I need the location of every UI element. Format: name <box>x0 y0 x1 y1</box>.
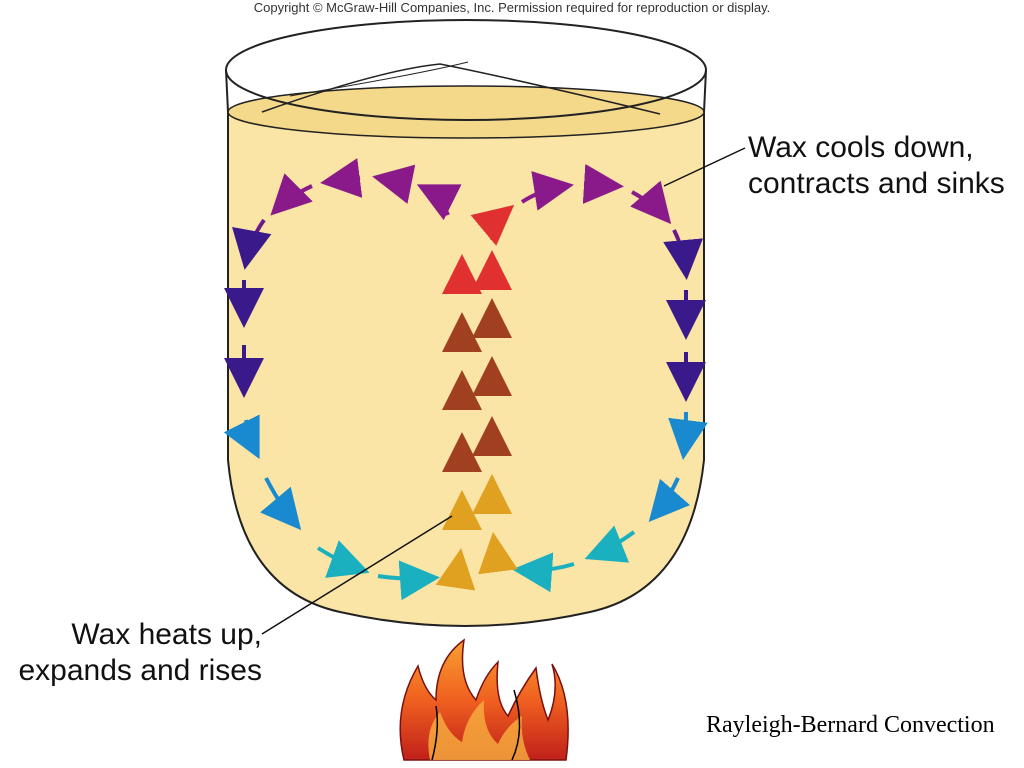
label-cools-line2: contracts and sinks <box>748 167 1005 200</box>
left-convection-cell <box>223 158 462 601</box>
diagram-caption: Rayleigh-Bernard Convection <box>706 712 995 738</box>
right-convection-cell <box>470 164 708 593</box>
label-heats-line1: Wax heats up, <box>71 618 262 651</box>
wax-surface <box>227 85 705 139</box>
copyright-notice: Copyright © McGraw-Hill Companies, Inc. … <box>253 0 771 15</box>
label-cools: Wax cools down, contracts and sinks <box>748 130 1005 202</box>
leader-line-top <box>663 147 746 187</box>
flame-icon <box>399 638 569 761</box>
label-cools-line1: Wax cools down, <box>748 131 974 164</box>
wax-body <box>227 109 705 627</box>
leader-line-bottom <box>261 515 453 635</box>
rising-column <box>435 250 518 591</box>
label-heats-line2: expands and rises <box>18 654 263 687</box>
label-heats: Wax heats up, expands and rises <box>0 617 263 689</box>
